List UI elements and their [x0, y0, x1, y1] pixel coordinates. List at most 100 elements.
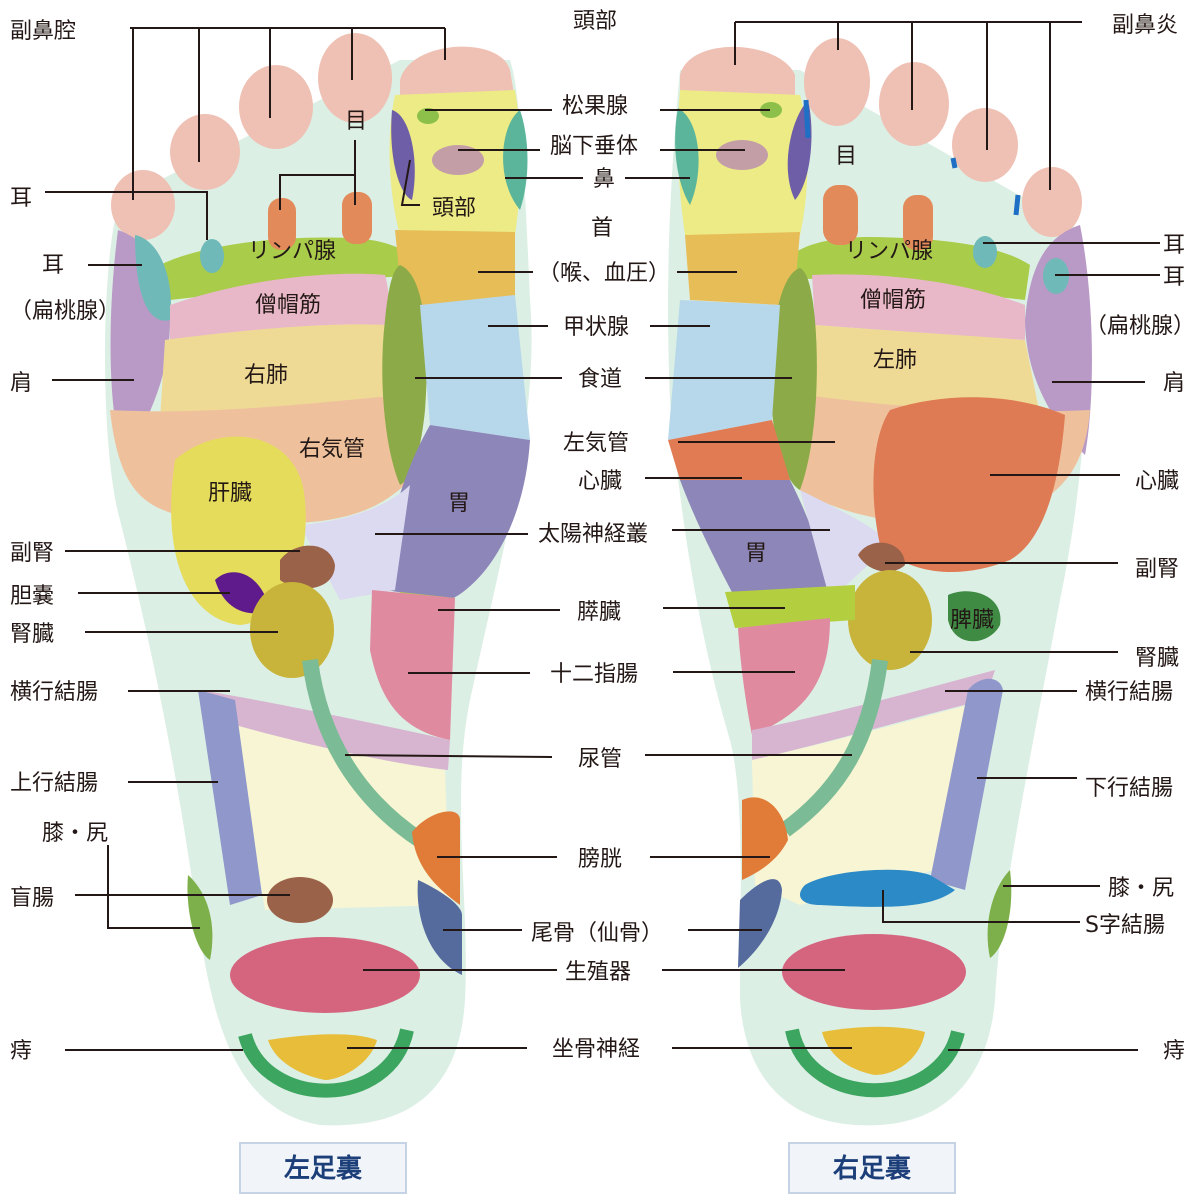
right-ear-dot — [973, 236, 997, 268]
right-knee — [987, 870, 1012, 958]
right-lymph-node-2 — [903, 195, 933, 250]
label-soubou-left: 僧帽筋 — [255, 293, 321, 318]
right-kidney — [848, 570, 932, 670]
right-nose-teal — [675, 108, 699, 205]
right-trapezius — [812, 274, 1025, 340]
label-toubu-top: 頭部 — [573, 9, 617, 34]
label-noukasuitai: 脳下垂体 — [550, 134, 638, 159]
label-ukikan: 右気管 — [299, 437, 365, 462]
right-solar-plexus — [800, 490, 890, 600]
label-hizou: 脾臓 — [950, 608, 994, 633]
label-toubu-inner: 頭部 — [432, 196, 476, 221]
label-hiken-left: 副腎 — [10, 541, 54, 566]
label-kata-right: 肩 — [1163, 371, 1185, 396]
right-toe-5 — [1022, 167, 1082, 237]
right-sigmoid — [800, 869, 955, 907]
label-koujousen: 甲状腺 — [563, 315, 629, 340]
left-neck-region — [395, 230, 515, 310]
label-suizou: 膵臓 — [577, 600, 621, 625]
label-fukubikuu: 副鼻腔 — [10, 19, 76, 44]
right-caption-box — [788, 1142, 956, 1194]
left-pituitary — [432, 145, 484, 175]
label-kanzou: 肝臓 — [208, 481, 252, 506]
label-kakou: 下行結腸 — [1085, 776, 1173, 801]
right-toe-4 — [952, 108, 1018, 182]
left-ascending-colon — [198, 690, 262, 905]
left-toe-2 — [318, 33, 392, 123]
label-oukou-right: 横行結腸 — [1085, 680, 1173, 705]
right-pancreas — [725, 585, 855, 628]
label-taiyou: 太陽神経叢 — [538, 522, 648, 547]
label-lymph-left: リンパ腺 — [248, 239, 336, 264]
label-hentousen-right: （扁桃腺） — [1085, 314, 1195, 339]
right-toe-mark-3 — [1013, 194, 1021, 216]
right-caption: 右足裏 — [833, 1153, 912, 1184]
right-stomach — [680, 480, 830, 600]
left-lymph-node-2 — [342, 192, 372, 244]
left-caption: 左足裏 — [284, 1153, 363, 1184]
right-descending-colon — [930, 678, 1003, 890]
left-caption-box — [239, 1142, 407, 1194]
label-zakotsu: 坐骨神経 — [552, 1037, 640, 1062]
label-bikotsu: 尾骨（仙骨） — [531, 921, 663, 946]
right-shoulder — [1025, 225, 1092, 455]
label-oukou-left: 横行結腸 — [10, 680, 98, 705]
left-cecum — [267, 877, 333, 923]
label-joukou: 上行結腸 — [10, 771, 98, 796]
right-duodenum — [738, 618, 830, 735]
left-bladder — [412, 811, 460, 905]
label-hentousen-left: （扁桃腺） — [10, 299, 120, 324]
label-hikikan: 左気管 — [563, 431, 629, 456]
left-ear-dot — [200, 239, 224, 273]
right-toe-mark-2 — [950, 157, 958, 169]
left-colon-inner — [235, 725, 450, 910]
label-kata-left: 肩 — [10, 371, 32, 396]
label-soubou-right: 僧帽筋 — [860, 288, 926, 313]
label-tannou: 胆嚢 — [10, 584, 54, 609]
label-juunishi: 十二指腸 — [550, 662, 638, 687]
left-tonsil — [135, 235, 171, 321]
label-i-left: 胃 — [448, 491, 470, 516]
left-temple-purple — [391, 110, 415, 200]
left-toe-3 — [239, 65, 313, 149]
right-esophagus — [771, 268, 817, 490]
left-liver — [171, 436, 306, 625]
label-mouchou: 盲腸 — [10, 886, 54, 911]
left-sciatic — [238, 1028, 414, 1098]
label-ji-left: 痔 — [10, 1039, 32, 1064]
right-toe-mark-1 — [803, 99, 811, 139]
left-genitals — [230, 937, 420, 1013]
left-toe-5 — [111, 170, 175, 240]
label-seishokuki: 生殖器 — [565, 960, 631, 985]
left-adrenal — [280, 545, 335, 589]
left-hemorrhoid — [268, 1034, 377, 1080]
label-hiza-right: 膝・尻 — [1108, 876, 1174, 901]
label-koketsu: （喉、血圧） — [538, 261, 670, 286]
label-boukou: 膀胱 — [578, 847, 622, 872]
label-hiken-right: 副腎 — [1135, 557, 1179, 582]
label-shoukasen: 松果腺 — [562, 94, 628, 119]
label-i-right: 胃 — [745, 541, 767, 566]
right-hemorrhoid — [822, 1026, 925, 1075]
right-ureter — [780, 659, 888, 837]
left-pineal — [417, 108, 439, 124]
label-hana: 鼻 — [593, 167, 615, 192]
label-uhai: 右肺 — [244, 363, 288, 388]
left-thyroid — [420, 295, 530, 440]
leader-lines — [45, 21, 1160, 1051]
left-big-toe-tip — [400, 46, 515, 100]
right-spleen — [948, 591, 1001, 642]
label-jinzou-left: 腎臓 — [10, 622, 54, 647]
left-esophagus — [382, 265, 427, 485]
label-sahai: 左肺 — [873, 348, 917, 373]
label-sji: S字結腸 — [1085, 913, 1165, 938]
label-jinzou-right: 腎臓 — [1135, 646, 1179, 671]
left-trapezius — [170, 273, 389, 340]
left-duodenum — [370, 590, 455, 740]
label-shinzou-right: 心臓 — [1135, 469, 1179, 494]
right-adrenal — [858, 542, 905, 572]
right-pineal — [760, 102, 782, 118]
left-gallbladder — [215, 572, 270, 614]
label-shokudou: 食道 — [578, 367, 622, 392]
